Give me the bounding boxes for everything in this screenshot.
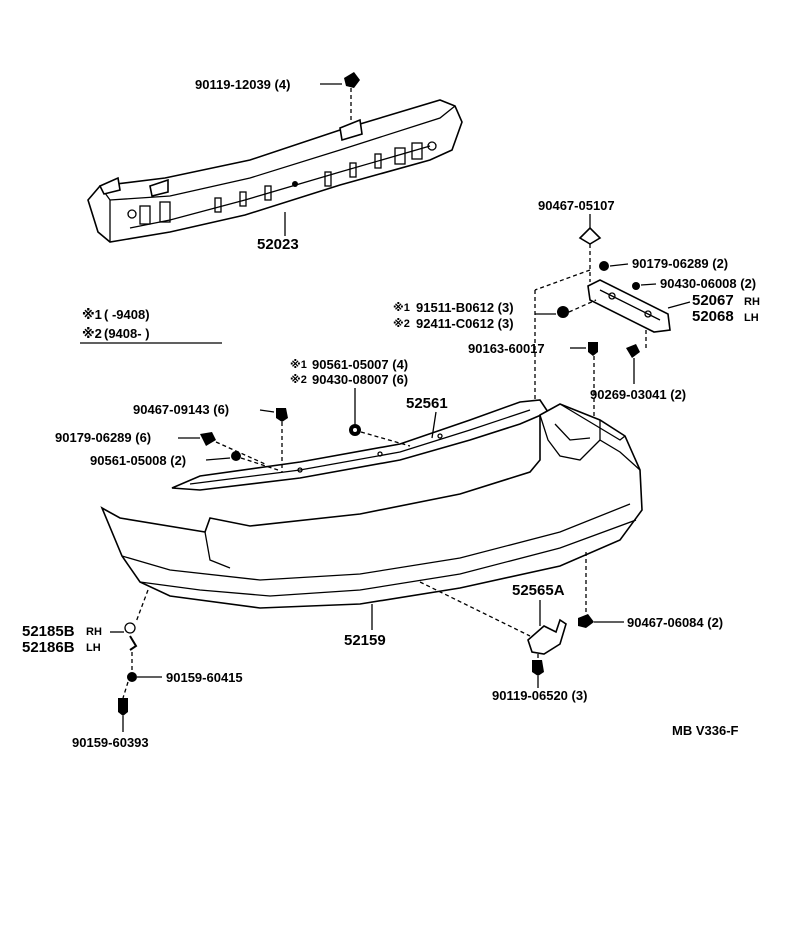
diagram-code: MB V336-F	[672, 723, 739, 738]
clip-left-icon	[276, 408, 288, 422]
clip-side-icon	[588, 342, 598, 356]
nut-left-icon	[200, 432, 216, 446]
dash-seal	[135, 589, 149, 623]
washer-icon	[349, 424, 361, 436]
leader-clip-left	[259, 409, 275, 413]
leader-retainer	[431, 411, 437, 439]
leader-washer-bracket	[640, 283, 657, 286]
label-nut-side-1: 91511-B0612 (3)	[416, 300, 514, 315]
label-nut-left: 90179-06289 (6)	[55, 430, 151, 445]
label-washer-b: 90430-08007 (6)	[312, 372, 408, 387]
label-screw-side: 90269-03041 (2)	[590, 387, 686, 402]
bracket-assembly	[587, 279, 671, 333]
nut-side-icon	[557, 306, 569, 318]
bolt-bottom-icon	[532, 660, 544, 676]
label-bolt-top: 90119-12039 (4)	[195, 77, 290, 92]
label-retainer: 52561	[406, 395, 448, 412]
clip-bottom-right-icon	[578, 614, 594, 628]
nut-bracket-icon	[599, 261, 640, 290]
leader-washer-left	[205, 457, 231, 461]
label-reinforcement: 52023	[257, 236, 299, 253]
screw-side-icon	[626, 344, 640, 358]
label-bracket-lh: 52068	[692, 308, 734, 325]
label-guard: 52565A	[512, 582, 565, 599]
label-nut-bracket: 90179-06289 (2)	[632, 256, 728, 271]
label-bracket-rh: 52067	[692, 292, 734, 309]
guard-part	[527, 618, 567, 655]
bumper-cover-part	[100, 403, 643, 609]
dash-bracket-2	[534, 269, 591, 291]
label-bolt-bottom: 90119-06520 (3)	[492, 688, 587, 703]
mark-nut-side-1: ※1	[393, 302, 410, 314]
legend-text-2: (9408- )	[104, 326, 150, 341]
suffix-seal-rh: RH	[86, 626, 102, 638]
dash-screw-bottom-left	[122, 681, 129, 699]
screw-bottom-left-icon	[118, 698, 128, 716]
retainer-part	[171, 399, 550, 491]
legend: ※1 ( -9408) ※2 (9408- )	[80, 307, 222, 344]
label-washer-bracket: 90430-06008 (2)	[660, 276, 756, 291]
bolt-top-icon	[344, 72, 360, 124]
dash-nut-left	[215, 441, 266, 465]
dash-washer	[360, 431, 411, 447]
suffix-seal-lh: LH	[86, 642, 101, 654]
leader-bracket	[667, 301, 691, 309]
dash-nut-side	[568, 299, 597, 313]
label-clip-bracket-top: 90467-05107	[538, 198, 615, 213]
label-washer-left: 90561-05008 (2)	[90, 453, 186, 468]
mark-washer-b: ※2	[290, 374, 307, 386]
washer-left-icon	[231, 451, 241, 461]
suffix-lh: LH	[744, 312, 759, 324]
legend-mark-2: ※2	[82, 326, 102, 341]
reinforcement-part	[87, 99, 463, 243]
nut-bottom-icon	[127, 672, 137, 682]
label-clip-bottom-right: 90467-06084 (2)	[627, 615, 723, 630]
label-clip-left: 90467-09143 (6)	[133, 402, 229, 417]
seal-icon	[124, 622, 138, 651]
legend-mark-1: ※1	[82, 307, 102, 322]
label-seal-rh: 52185B	[22, 623, 75, 640]
label-clip-side: 90163-60017	[468, 341, 545, 356]
legend-text-1: ( -9408)	[104, 307, 150, 322]
label-cover: 52159	[344, 632, 386, 649]
label-seal-lh: 52186B	[22, 639, 75, 656]
leader-nut-bracket	[609, 263, 629, 267]
label-nut-side-2: 92411-C0612 (3)	[416, 316, 514, 331]
clip-bracket-top-icon	[578, 226, 602, 245]
mark-washer-a: ※1	[290, 359, 307, 371]
mark-nut-side-2: ※2	[393, 318, 410, 330]
label-nut-bottom: 90159-60415	[166, 670, 243, 685]
label-washer-a: 90561-05007 (4)	[312, 357, 408, 372]
suffix-rh: RH	[744, 296, 760, 308]
label-screw-bottom-left: 90159-60393	[72, 735, 149, 750]
